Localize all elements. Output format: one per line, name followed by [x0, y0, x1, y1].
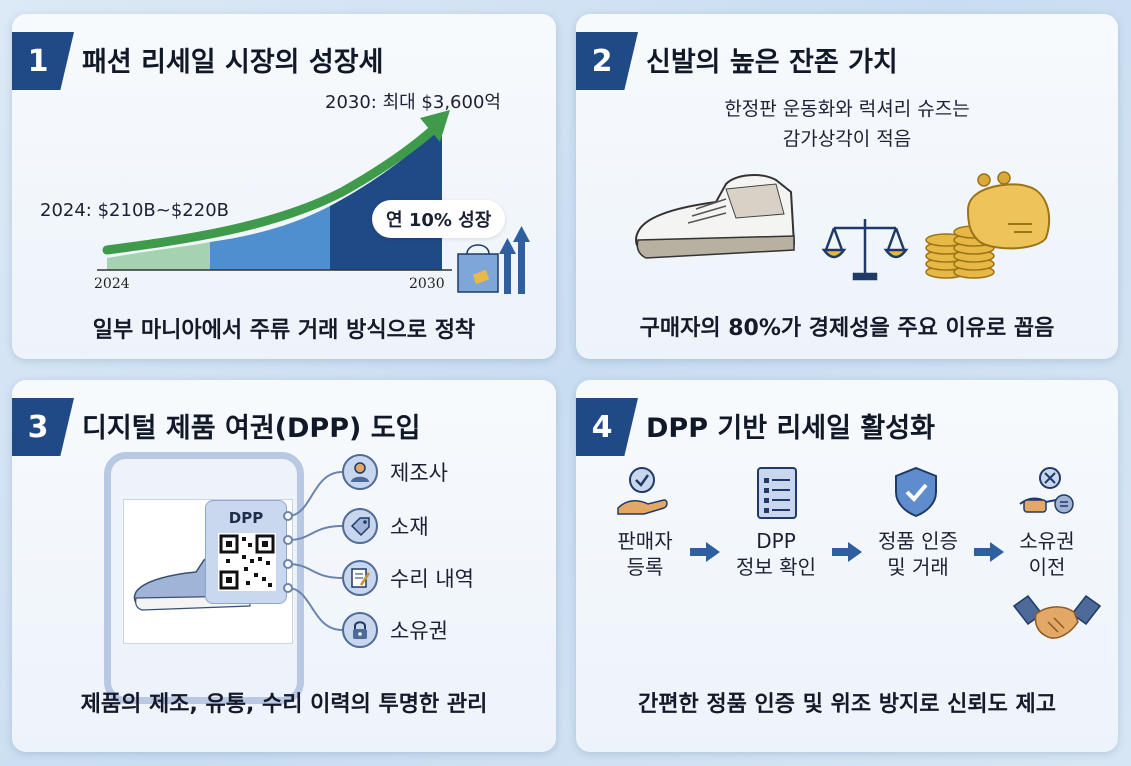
step-line-1: 정품 인증 — [878, 529, 958, 553]
step-line-1: 소유권 — [1019, 529, 1075, 553]
step-authenticate-trade: 정품 인증 및 거래 — [862, 528, 974, 580]
growth-rate-pill: 연 10% 성장 — [372, 200, 506, 238]
shield-check-icon — [895, 466, 937, 518]
panel-caption: 구매자의 80%가 경제성을 주요 이유로 꼽음 — [639, 316, 1055, 341]
panel-caption: 간편한 정품 인증 및 위조 방지로 신뢰도 제고 — [638, 692, 1056, 717]
feature-label: 수리 내역 — [390, 567, 474, 591]
axis-start-label: 2024 — [94, 276, 130, 292]
panel-dpp-intro: 3 디지털 제품 여권(DPP) 도입 DPP — [12, 380, 556, 752]
up-arrows-icon — [499, 226, 530, 294]
band-mid — [210, 206, 330, 270]
panel-caption: 제품의 제조, 유통, 수리 이력의 투명한 관리 — [80, 692, 488, 717]
value-illustration — [635, 171, 1051, 281]
growth-arrow-line — [102, 121, 442, 255]
panel-number-badge: 3 — [12, 398, 74, 456]
panel-residual-value: 2 신발의 높은 잔존 가치 한정판 운동화와 럭셔리 슈즈는 감가상각이 적음 — [576, 14, 1118, 359]
subtitle-line-2: 감가상각이 적음 — [782, 128, 912, 150]
label-2024-value: 2024: $210B~$220B — [40, 200, 229, 221]
step-line-2: 이전 — [1028, 555, 1066, 579]
panel-number-badge: 1 — [12, 32, 74, 90]
sneaker-icon — [635, 174, 796, 259]
band-light — [107, 242, 210, 270]
band-dark — [330, 126, 442, 270]
panel-title: DPP 기반 리세일 활성화 — [646, 413, 935, 444]
arrow-right-icon — [974, 542, 1004, 562]
feature-manufacturer: 제조사 — [342, 452, 448, 492]
arrow-right-icon — [832, 542, 862, 562]
panel-subtitle: 한정판 운동화와 럭셔리 슈즈는 감가상각이 적음 — [576, 94, 1118, 154]
dpp-document-icon — [757, 467, 797, 519]
panel-dpp-resale: 4 DPP 기반 리세일 활성화 판매자 등록 DPP 정보 확인 정품 인증 … — [576, 380, 1118, 752]
dpp-label: DPP — [228, 509, 264, 527]
panel-resale-growth: 1 패션 리세일 시장의 성장세 2030: 최대 $3,600억 2024: … — [12, 14, 556, 359]
purse-icon — [966, 171, 1051, 250]
step-line-2: 등록 — [626, 555, 664, 579]
panel-title: 디지털 제품 여권(DPP) 도입 — [82, 413, 421, 444]
manufacturer-icon — [342, 454, 378, 490]
feature-ownership: 소유권 — [342, 610, 448, 650]
growth-arrow-head — [420, 110, 450, 142]
feature-label: 제조사 — [390, 461, 448, 485]
lock-icon — [342, 612, 378, 648]
panel-number-badge: 2 — [576, 32, 638, 90]
balance-scale-icon — [821, 219, 909, 281]
panel-title: 패션 리세일 시장의 성장세 — [82, 47, 384, 78]
feature-repair-history: 수리 내역 — [342, 558, 474, 598]
step-line-1: 판매자 — [617, 529, 673, 553]
repair-icon — [342, 560, 378, 596]
step-dpp-check: DPP 정보 확인 — [718, 528, 834, 580]
panel-title: 신발의 높은 잔존 가치 — [646, 47, 898, 78]
growth-chart — [97, 110, 530, 294]
shopping-bag-icon — [457, 244, 499, 293]
step-line-2: 및 거래 — [887, 555, 949, 579]
feature-label: 소유권 — [390, 619, 448, 643]
axis-end-label: 2030 — [409, 276, 445, 292]
feature-material: 소재 — [342, 506, 429, 546]
step-ownership-transfer: 소유권 이전 — [1004, 528, 1090, 580]
ownership-transfer-icon — [1019, 467, 1074, 514]
step-line-2: 정보 확인 — [736, 555, 816, 579]
seller-register-icon — [617, 467, 668, 515]
subtitle-line-1: 한정판 운동화와 럭셔리 슈즈는 — [724, 98, 970, 120]
step-line-1: DPP — [756, 529, 796, 553]
label-2030-value: 2030: 최대 $3,600억 — [325, 92, 501, 113]
feature-label: 소재 — [390, 515, 429, 539]
qr-code-icon — [218, 533, 276, 591]
tag-icon — [342, 508, 378, 544]
dpp-qr-card: DPP — [205, 500, 287, 604]
handshake-icon — [1012, 594, 1102, 639]
step-seller-register: 판매자 등록 — [606, 528, 684, 580]
connector-lines — [283, 471, 343, 631]
panel-caption: 일부 마니아에서 주류 거래 방식으로 정착 — [92, 318, 476, 343]
panel-number-badge: 4 — [576, 398, 638, 456]
arrow-right-icon — [690, 542, 720, 562]
